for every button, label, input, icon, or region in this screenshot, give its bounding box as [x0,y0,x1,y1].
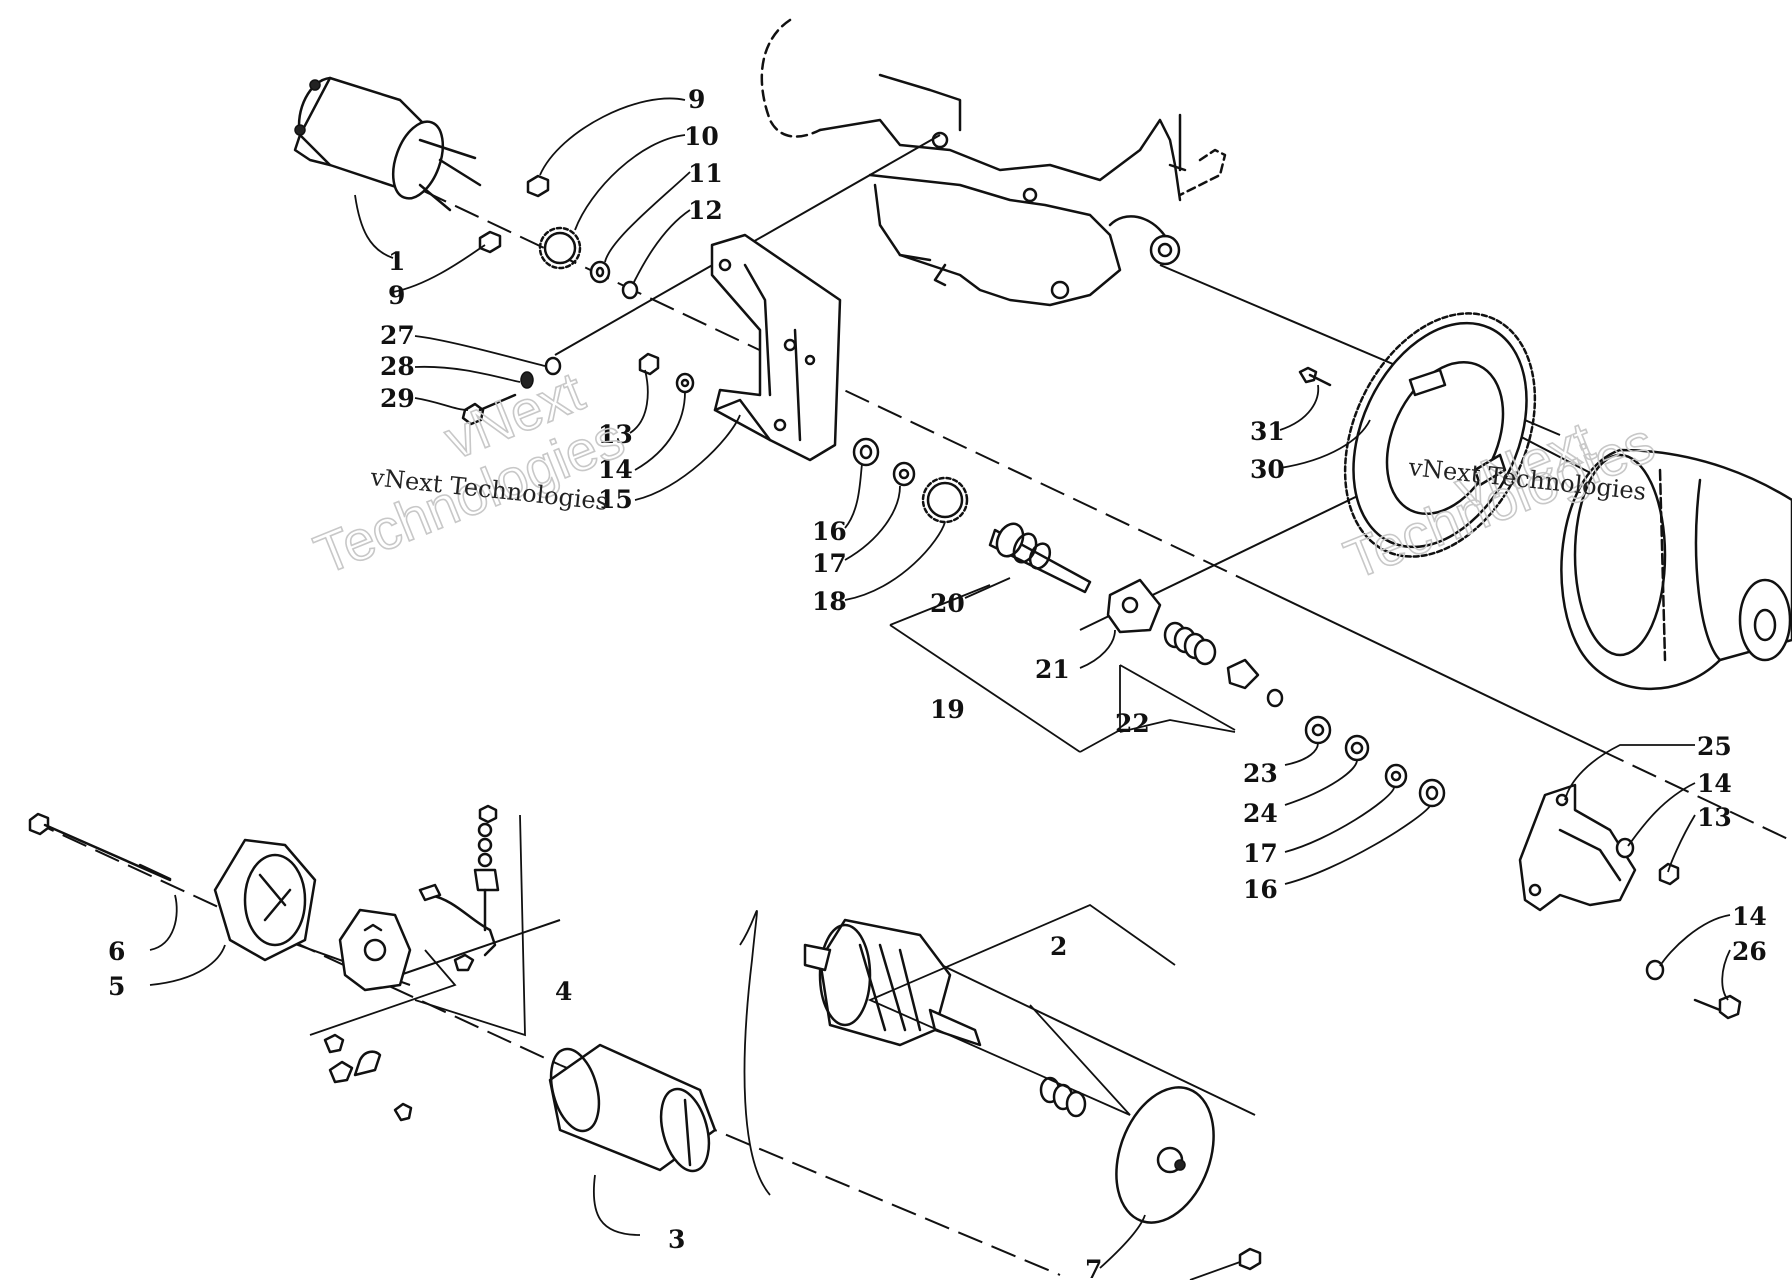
callout-16-left: 16 [812,517,847,546]
callout-14-far: 14 [1732,902,1767,931]
callout-9-bottom: 9 [388,281,405,310]
washer-17-right [1384,763,1408,789]
bolt-29 [461,393,517,426]
callout-3: 3 [668,1225,685,1254]
callout-21: 21 [1035,655,1070,684]
callout-25: 25 [1697,732,1732,761]
end-cover-5 [213,838,317,962]
brush-lead-lower [328,1060,413,1122]
housing-3 [548,1043,717,1173]
nut-13-left [638,352,660,376]
mounting-bracket [710,233,842,462]
callout-19: 19 [930,695,965,724]
callout-4: 4 [555,977,572,1006]
washers-stack-2 [1039,1076,1087,1118]
callout-24: 24 [1243,799,1278,828]
callout-11: 11 [688,159,723,188]
collar-22 [1226,658,1260,690]
brush-lead-upper [323,1033,382,1077]
terminal-kit-4 [418,804,500,972]
washer-14-left [675,372,695,394]
assembly-axes [29,134,1791,1276]
callout-17-right: 17 [1243,839,1278,868]
callout-31: 31 [1250,417,1285,446]
ring-gear-30 [1343,312,1537,558]
callout-22: 22 [1115,709,1150,738]
callout-17-left: 17 [812,549,847,578]
washer-23 [1304,715,1332,745]
callout-9-top: 9 [688,85,705,114]
gear-18 [921,476,969,524]
leader-lines [149,97,1731,1280]
callout-6: 6 [108,937,125,966]
callout-30: 30 [1250,455,1285,484]
callout-28: 28 [380,352,415,381]
group-brackets [309,584,1236,1116]
lockwasher-28 [520,371,534,389]
bushing-16-right [1418,778,1446,808]
callout-12: 12 [688,196,723,225]
callout-18: 18 [812,587,847,616]
washer-27 [544,356,562,376]
callout-16-right: 16 [1243,875,1278,904]
engine-block-outline [760,18,1227,307]
washer-11 [589,260,611,284]
watermark-left: vNext Technologies vNext Technologies [305,358,633,587]
bushing-16 [852,437,880,467]
armature-2 [803,918,982,1047]
callout-23: 23 [1243,759,1278,788]
gear-10 [538,226,582,270]
housing-wire [739,910,771,1196]
nut-9-lower [478,230,502,254]
callout-labels: 9 10 11 12 1 9 27 28 29 13 14 15 16 17 1… [108,85,1767,1280]
callout-2: 2 [1050,932,1067,961]
callout-20: 20 [930,589,965,618]
callout-29: 29 [380,384,415,413]
callout-7: 7 [1085,1255,1102,1280]
clutch-housing [1560,448,1792,690]
starter-motor [293,76,482,212]
callout-15: 15 [598,485,633,514]
nut-13-right [1658,862,1680,886]
callout-14-right: 14 [1697,769,1732,798]
bolt-26 [1693,994,1742,1020]
clip-12 [621,280,639,300]
drive-unit-21 [1106,578,1162,634]
callout-10: 10 [684,122,719,151]
callout-13-left: 13 [598,420,633,449]
washer-14-far [1645,959,1665,981]
nut-9-upper [526,174,550,198]
spring-22 [1163,621,1217,666]
callout-14-left: 14 [598,455,633,484]
through-bolt-6 [28,812,172,882]
callout-5: 5 [108,972,125,1001]
drive-shaft [988,522,1092,594]
washer-24 [1344,734,1370,762]
bolt-31 [1298,366,1332,387]
callout-27: 27 [380,321,415,350]
clip-22 [1266,688,1284,708]
nut-bottom [1238,1247,1262,1271]
callout-1: 1 [388,247,405,276]
brush-holder [338,908,412,992]
washer-17 [892,461,916,487]
callout-26: 26 [1732,937,1767,966]
end-plate-7 [1115,1086,1215,1224]
callout-13-right: 13 [1697,803,1732,832]
